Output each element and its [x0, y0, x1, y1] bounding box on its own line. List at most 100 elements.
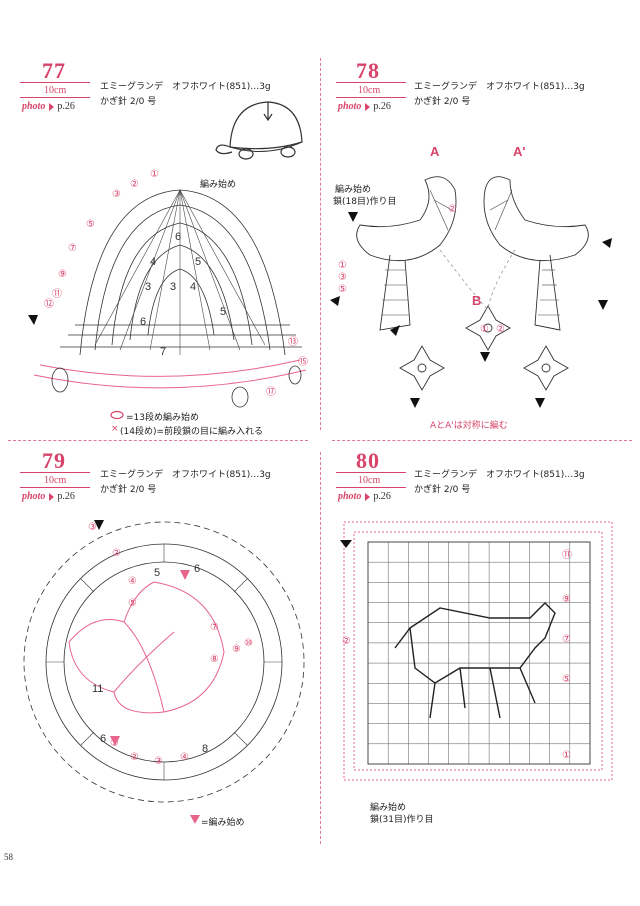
- hook-info: かぎ針 2/0 号: [414, 485, 471, 495]
- svg-text:①: ①: [562, 750, 571, 761]
- symmetry-note: AとA'は対称に編む: [430, 418, 508, 431]
- svg-text:11: 11: [92, 683, 103, 695]
- header-rule: [20, 487, 90, 488]
- header-rule: [20, 97, 90, 98]
- svg-text:⑫: ⑫: [44, 298, 54, 310]
- yarn-info: エミーグランデ オフホワイト(851)…3g: [100, 470, 271, 480]
- yarn-info: エミーグランデ オフホワイト(851)…3g: [100, 82, 271, 92]
- photo-ref: photo p.26: [338, 491, 391, 502]
- horizontal-divider: [8, 440, 308, 441]
- arrow-right-icon: [365, 102, 371, 111]
- svg-text:③: ③: [112, 189, 121, 200]
- pattern-size: 10cm: [358, 85, 381, 96]
- svg-text:⑨: ⑨: [58, 269, 67, 280]
- vertical-divider: [320, 58, 321, 430]
- photo-label: photo: [22, 491, 46, 502]
- start-marker-icon: [190, 815, 200, 824]
- svg-text:⑤: ⑤: [128, 598, 137, 609]
- svg-text:⑨: ⑨: [232, 644, 241, 655]
- start-label: 編み始め: [200, 180, 237, 190]
- svg-text:②: ②: [448, 204, 457, 215]
- svg-text:⑤: ⑤: [86, 219, 95, 230]
- start-label: 編み始め: [370, 803, 407, 813]
- photo-label: photo: [22, 101, 46, 112]
- svg-text:4: 4: [150, 256, 156, 268]
- pattern-size: 10cm: [44, 85, 67, 96]
- svg-text:①: ①: [480, 324, 489, 335]
- svg-text:③: ③: [338, 272, 347, 283]
- label-a-prime: A': [513, 144, 526, 159]
- yarn-info: エミーグランデ オフホワイト(851)…3g: [414, 470, 585, 480]
- header-rule: [336, 97, 406, 98]
- header-rule: [336, 82, 406, 83]
- svg-text:③: ③: [154, 756, 163, 767]
- hook-info: かぎ針 2/0 号: [100, 97, 157, 107]
- start-detail: 鎖(31目)作り目: [370, 815, 434, 825]
- turtle-silhouette: [215, 101, 303, 160]
- svg-text:②: ②: [342, 636, 351, 647]
- svg-text:①: ①: [338, 260, 347, 271]
- svg-text:④: ④: [128, 576, 137, 587]
- svg-text:⑬: ⑬: [288, 336, 298, 348]
- svg-text:5: 5: [220, 306, 226, 318]
- svg-text:⑰: ⑰: [266, 386, 276, 398]
- svg-text:⑦: ⑦: [68, 243, 77, 254]
- svg-text:⑦: ⑦: [210, 622, 219, 633]
- svg-text:5: 5: [154, 567, 160, 579]
- svg-text:③: ③: [88, 522, 97, 533]
- header-rule: [20, 82, 90, 83]
- photo-label: photo: [338, 101, 362, 112]
- svg-text:⑪: ⑪: [562, 549, 572, 561]
- svg-text:⑮: ⑮: [298, 356, 308, 368]
- photo-ref: photo p.26: [338, 101, 391, 112]
- svg-text:3: 3: [170, 281, 176, 293]
- svg-text:②: ②: [112, 548, 121, 559]
- pattern-number: 78: [356, 58, 380, 83]
- photo-ref: photo p.26: [22, 491, 75, 502]
- legend-ellipse-icon: [110, 410, 124, 420]
- svg-text:⑤: ⑤: [562, 674, 571, 685]
- horse-filet-chart: ⑪ ⑨ ⑦ ⑤ ① ②: [340, 521, 613, 781]
- pattern-number: 77: [42, 58, 66, 83]
- svg-text:8: 8: [202, 743, 208, 755]
- svg-text:5: 5: [195, 256, 201, 268]
- svg-text:⑧: ⑧: [210, 654, 219, 665]
- svg-text:6: 6: [175, 231, 181, 243]
- header-rule: [336, 472, 406, 473]
- page-number: 58: [4, 852, 13, 862]
- photo-ref: photo p.26: [22, 101, 75, 112]
- hook-info: かぎ針 2/0 号: [100, 485, 157, 495]
- svg-text:⑤: ⑤: [338, 284, 347, 295]
- cross-icon: ×: [111, 424, 119, 434]
- svg-text:4: 4: [190, 281, 196, 293]
- photo-page: p.26: [373, 491, 391, 502]
- legend-row-14: (14段め)=前段鎖の目に編み入れる: [120, 427, 264, 437]
- horizontal-divider: [332, 440, 632, 441]
- svg-text:⑦: ⑦: [562, 634, 571, 645]
- arrow-right-icon: [49, 102, 55, 111]
- legend-row-start: =13段め編み始め: [126, 413, 199, 423]
- svg-text:⑪: ⑪: [52, 288, 62, 300]
- svg-text:②: ②: [130, 179, 139, 190]
- svg-text:⑩: ⑩: [244, 638, 253, 649]
- svg-text:3: 3: [145, 281, 151, 293]
- photo-page: p.26: [57, 101, 75, 112]
- start-detail: 鎖(18目)作り目: [333, 197, 397, 207]
- pattern-number: 79: [42, 448, 66, 473]
- symmetry-note-text: AとA'は対称に編む: [430, 421, 508, 431]
- photo-page: p.26: [373, 101, 391, 112]
- svg-text:①: ①: [150, 169, 159, 180]
- photo-label: photo: [338, 491, 362, 502]
- svg-text:7: 7: [160, 346, 166, 358]
- photo-page: p.26: [57, 491, 75, 502]
- svg-text:6: 6: [194, 563, 200, 575]
- vertical-divider: [320, 452, 321, 844]
- yarn-info: エミーグランデ オフホワイト(851)…3g: [414, 82, 585, 92]
- pattern-size: 10cm: [44, 475, 67, 486]
- svg-text:⑨: ⑨: [562, 594, 571, 605]
- svg-text:②: ②: [130, 752, 139, 763]
- svg-text:④: ④: [180, 752, 189, 763]
- pattern-number: 80: [356, 448, 380, 473]
